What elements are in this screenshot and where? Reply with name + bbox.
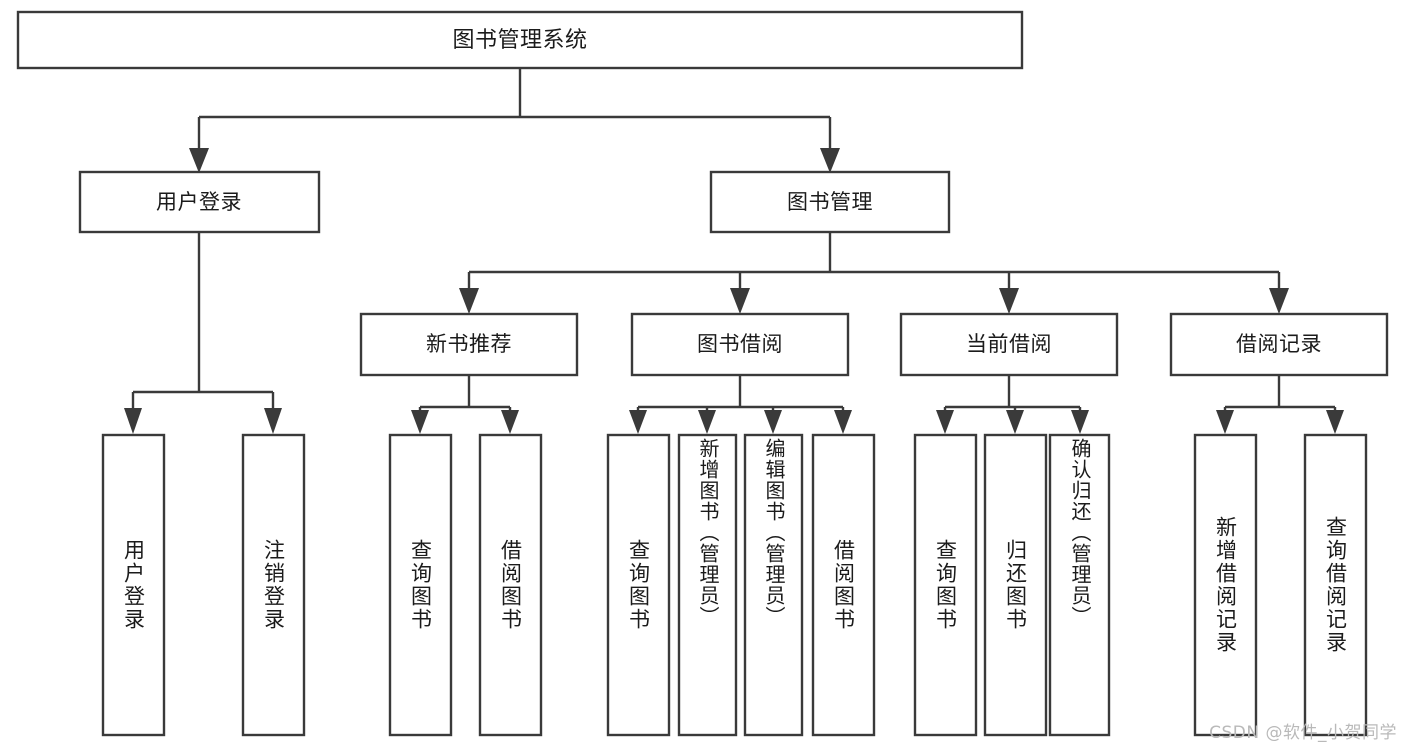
leaf-box-borrow-book-1[interactable] <box>478 433 543 737</box>
leaf-box-query-book-3[interactable] <box>913 433 978 737</box>
leaf-box-user-logout[interactable] <box>241 433 306 737</box>
node-layer: 图书管理系统 用户登录 图书管理 新书推荐 图书借阅 当前 <box>16 10 1389 737</box>
node-borrow-record-label: 借阅记录 <box>1236 332 1322 356</box>
node-root-box[interactable] <box>16 10 1024 70</box>
arrow-head-leaf-query-book-1 <box>411 410 429 434</box>
watermark: CSDN @软件_小贺同学 <box>1209 723 1397 743</box>
leaf-box-query-book-2[interactable] <box>606 433 671 737</box>
node-current-borrow[interactable]: 当前借阅 <box>899 312 1119 377</box>
node-root-label: 图书管理系统 <box>452 28 587 53</box>
node-root[interactable]: 图书管理系统 <box>16 10 1024 70</box>
node-book-borrow-box[interactable] <box>630 312 850 377</box>
arrow-head-book-borrow <box>730 288 750 314</box>
arrow-head-leaf-query-book-3 <box>936 410 954 434</box>
leaf-box-query-book-1[interactable] <box>388 433 453 737</box>
node-book-manage[interactable]: 图书管理 <box>709 170 951 234</box>
leaf-box-add-record[interactable] <box>1193 433 1258 737</box>
leaf-box-add-book[interactable] <box>677 433 738 737</box>
arrow-head-leaf-query-record <box>1326 410 1344 434</box>
connector-layer <box>124 68 1344 434</box>
arrow-head-leaf-add-book <box>698 410 716 434</box>
node-user-login-box[interactable] <box>78 170 321 234</box>
node-borrow-record[interactable]: 借阅记录 <box>1169 312 1389 377</box>
node-user-login-label: 用户登录 <box>156 190 242 214</box>
node-book-manage-label: 图书管理 <box>787 190 873 214</box>
node-new-book-recommend[interactable]: 新书推荐 <box>359 312 579 377</box>
arrow-head-leaf-user-logout <box>264 408 282 434</box>
leaf-box-return-book[interactable] <box>983 433 1048 737</box>
arrow-head-leaf-user-login <box>124 408 142 434</box>
arrow-head-current-borrow <box>999 288 1019 314</box>
arrow-head-leaf-confirm-return <box>1071 410 1089 434</box>
node-user-login[interactable]: 用户登录 <box>78 170 321 234</box>
leaf-box-user-login[interactable] <box>101 433 166 737</box>
leaf-box-borrow-book-2[interactable] <box>811 433 876 737</box>
arrow-head-leaf-borrow-book-1 <box>501 410 519 434</box>
arrow-head-leaf-add-record <box>1216 410 1234 434</box>
node-current-borrow-label: 当前借阅 <box>966 332 1052 356</box>
node-book-borrow-label: 图书借阅 <box>697 332 783 356</box>
arrow-head-leaf-query-book-2 <box>629 410 647 434</box>
node-book-borrow[interactable]: 图书借阅 <box>630 312 850 377</box>
node-new-book-recommend-label: 新书推荐 <box>426 332 512 356</box>
leaf-box-query-record[interactable] <box>1303 433 1368 737</box>
leaf-box-edit-book[interactable] <box>743 433 804 737</box>
arrow-head-book-manage <box>820 148 840 173</box>
arrow-head-leaf-edit-book <box>764 410 782 434</box>
node-current-borrow-box[interactable] <box>899 312 1119 377</box>
arrow-head-new-book-recommend <box>459 288 479 314</box>
node-borrow-record-box[interactable] <box>1169 312 1389 377</box>
arrow-head-leaf-borrow-book-2 <box>834 410 852 434</box>
node-book-manage-box[interactable] <box>709 170 951 234</box>
node-new-book-recommend-box[interactable] <box>359 312 579 377</box>
arrow-head-borrow-record <box>1269 288 1289 314</box>
arrow-head-leaf-return-book <box>1006 410 1024 434</box>
leaf-box-confirm-return[interactable] <box>1048 433 1111 737</box>
arrow-head-user-login <box>189 148 209 173</box>
